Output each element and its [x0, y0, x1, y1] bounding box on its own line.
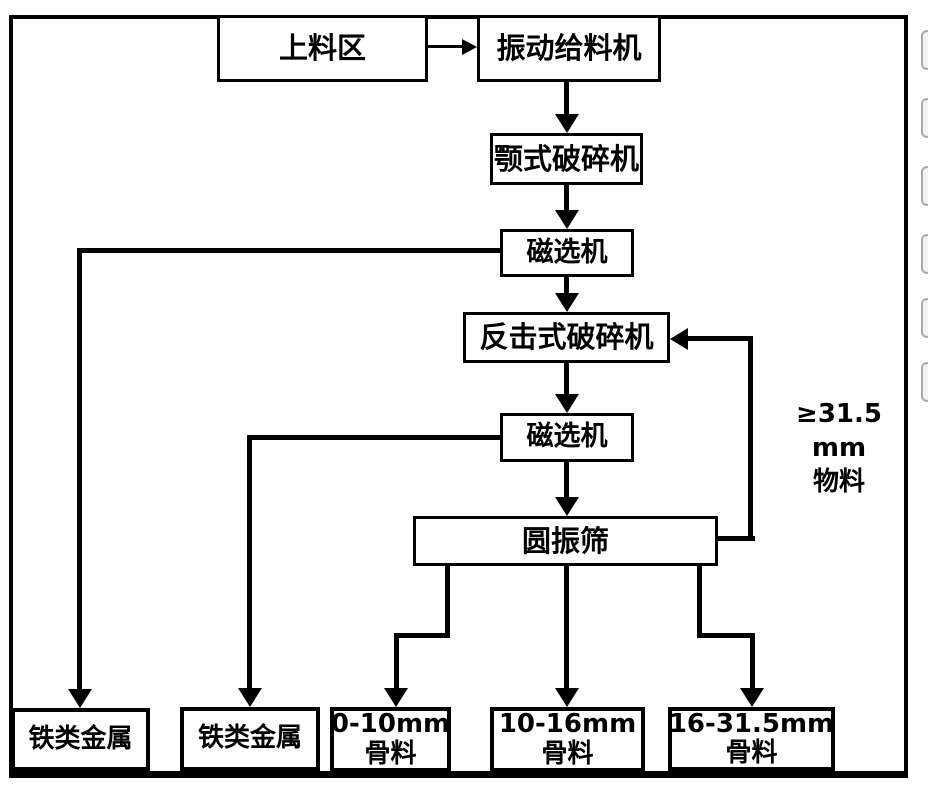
- connector-mag1-to-ferrous1-h: [77, 248, 500, 253]
- node-jaw-crusher: 颚式破碎机: [490, 133, 643, 185]
- recycle-edge-label: ≥31.5 mm 物料: [768, 398, 910, 499]
- connector-screen-to-agg1-h: [394, 633, 450, 638]
- cropped-box-fragment: [921, 362, 928, 402]
- connector-screen-to-agg3-h: [697, 633, 755, 638]
- node-ferrous-metal-1: 铁类金属: [11, 708, 150, 771]
- cropped-box-fragment: [921, 166, 928, 206]
- cropped-box-fragment: [921, 30, 928, 70]
- cropped-box-fragment: [921, 298, 928, 338]
- node-magnetic-separator-2: 磁选机: [500, 413, 634, 462]
- arrow-down-icon: [238, 688, 262, 707]
- cropped-box-fragment: [921, 234, 928, 274]
- aggregate-size-label: 0-10mm: [330, 709, 451, 740]
- connector-impact-to-mag2: [564, 362, 569, 396]
- arrow-down-icon: [555, 394, 579, 413]
- aggregate-size-label: 10-16mm: [498, 709, 637, 740]
- node-circular-vibrating-screen: 圆振筛: [413, 516, 718, 566]
- connector-screen-to-agg3-v1: [697, 563, 702, 638]
- connector-screen-to-agg1-v1: [445, 563, 450, 638]
- aggregate-material-label: 骨料: [364, 738, 417, 769]
- cropped-box-fragment: [921, 98, 928, 138]
- connector-jaw-to-mag1: [564, 185, 569, 212]
- connector-mag2-to-screen: [564, 462, 569, 499]
- arrow-down-icon: [555, 293, 579, 312]
- node-aggregate-16-31-5mm: 16-31.5mm 骨料: [668, 707, 835, 771]
- node-feed-area: 上料区: [217, 15, 428, 82]
- connector-feed-to-feeder: [428, 45, 464, 48]
- arrow-down-icon: [68, 689, 92, 708]
- arrow-left-icon: [670, 328, 688, 350]
- node-aggregate-0-10mm: 0-10mm 骨料: [330, 707, 451, 772]
- aggregate-size-label: 16-31.5mm: [668, 708, 835, 739]
- arrow-down-icon: [740, 688, 764, 707]
- connector-mag1-to-impact: [564, 277, 569, 295]
- connector-mag1-to-ferrous1-v: [77, 248, 82, 689]
- connector-mag2-to-ferrous2-h: [247, 435, 500, 440]
- node-aggregate-10-16mm: 10-16mm 骨料: [490, 707, 645, 772]
- connector-recycle-top: [688, 336, 753, 341]
- recycle-material-text: 物料: [812, 466, 865, 497]
- connector-screen-to-agg3-v2: [750, 633, 755, 688]
- connector-recycle-bottom: [718, 536, 755, 541]
- connector-screen-to-agg2: [564, 563, 569, 688]
- arrow-down-icon: [555, 114, 579, 133]
- connector-recycle-vertical: [748, 336, 753, 541]
- node-impact-crusher: 反击式破碎机: [463, 312, 670, 363]
- arrow-right-icon: [462, 39, 477, 55]
- node-ferrous-metal-2: 铁类金属: [180, 707, 320, 771]
- connector-feeder-to-jaw: [564, 81, 569, 116]
- arrow-down-icon: [384, 688, 408, 707]
- node-magnetic-separator-1: 磁选机: [500, 229, 634, 277]
- aggregate-material-label: 骨料: [725, 738, 778, 768]
- arrow-down-icon: [555, 210, 579, 229]
- node-vibrating-feeder: 振动给料机: [477, 15, 661, 82]
- aggregate-material-label: 骨料: [541, 738, 594, 769]
- connector-screen-to-agg1-v2: [394, 633, 399, 688]
- arrow-down-icon: [555, 688, 579, 707]
- connector-mag2-to-ferrous2-v: [247, 435, 252, 688]
- diagram-border: [9, 15, 908, 778]
- recycle-size-text: ≥31.5 mm: [796, 399, 882, 463]
- arrow-down-icon: [555, 497, 579, 516]
